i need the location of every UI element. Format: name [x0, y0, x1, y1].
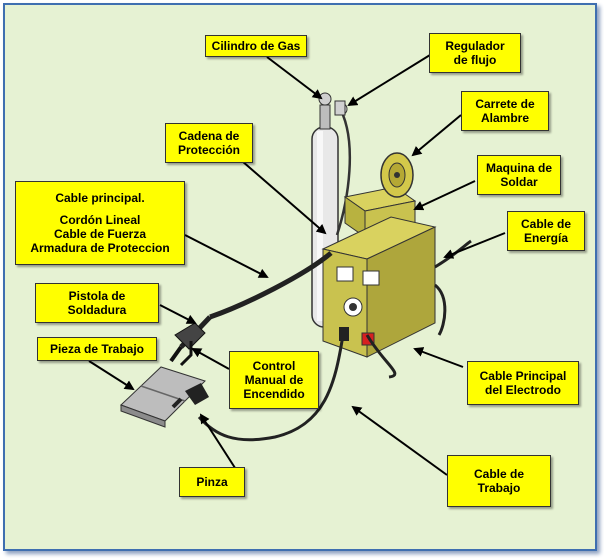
clamp-drawing — [171, 383, 209, 409]
work-piece-drawing — [120, 366, 206, 428]
label-gas-cylinder: Cilindro de Gas — [205, 35, 307, 57]
label-power-cable: Cable de Energía — [507, 211, 585, 251]
label-work-piece: Pieza de Trabajo — [37, 337, 157, 361]
label-clamp: Pinza — [179, 467, 245, 497]
label-electrode-cable: Cable Principal del Electrodo — [467, 361, 579, 405]
label-flow-regulator: Regulador de flujo — [429, 33, 521, 73]
label-welding-gun: Pistola de Soldadura — [35, 283, 159, 323]
label-manual-control: Control Manual de Encendido — [229, 351, 319, 409]
label-main-cable: Cable principal. Cordón Lineal Cable de … — [15, 181, 185, 265]
diagram-frame: Cilindro de Gas Regulador de flujo Carre… — [3, 3, 597, 551]
welding-gun-drawing — [169, 322, 206, 367]
label-protection-chain: Cadena de Protección — [165, 123, 253, 163]
label-welding-machine: Maquina de Soldar — [477, 155, 561, 195]
label-work-cable: Cable de Trabajo — [447, 455, 551, 507]
welding-equipment-illustration — [88, 54, 506, 476]
welding-machine-drawing — [321, 152, 437, 358]
label-wire-reel: Carrete de Alambre — [461, 91, 549, 131]
